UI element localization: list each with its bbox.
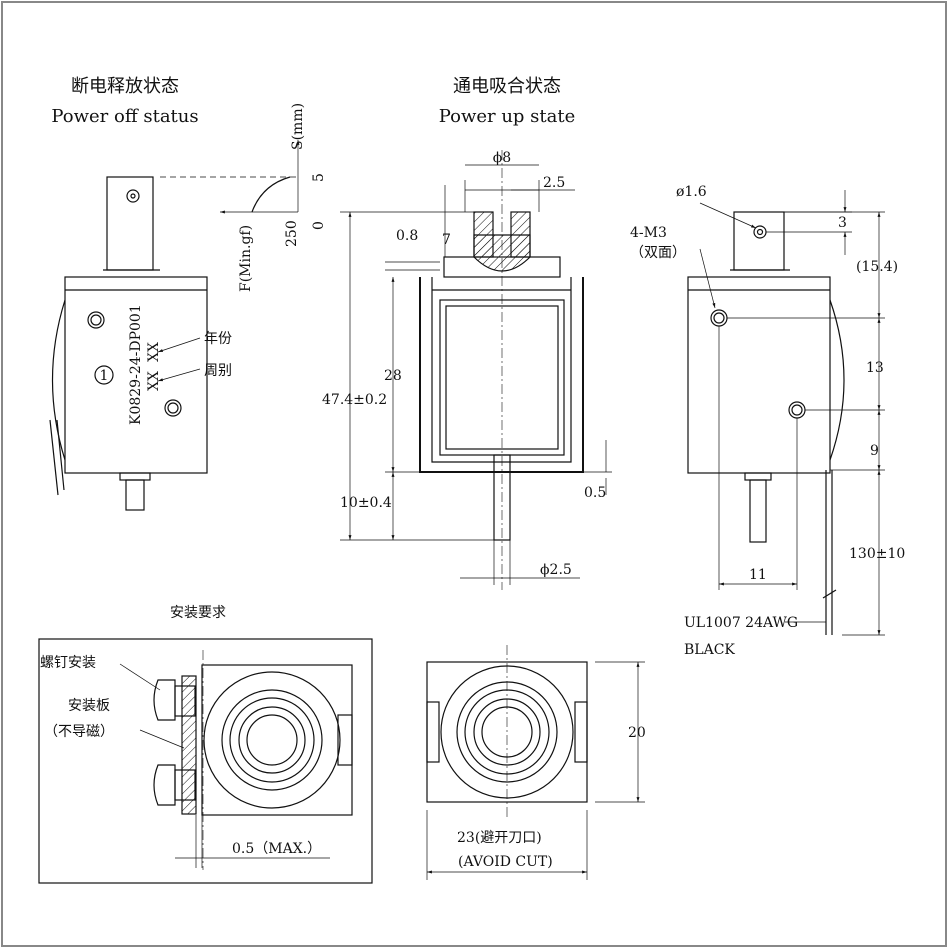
title-mount: 安装要求: [170, 605, 226, 621]
right-coil-bulge: [829, 299, 845, 461]
right-shaft: [749, 479, 767, 543]
left-shaft: [125, 479, 145, 511]
coil-window: [439, 299, 565, 456]
circle-number: 1: [100, 368, 109, 384]
title-off-en: Power off status: [51, 106, 198, 127]
plunger-hole: [126, 189, 140, 203]
dim-0-8: 0.8: [396, 228, 418, 244]
gap-dim: 0.5（MAX.）: [232, 841, 321, 857]
end-view: 20 23(避开刀口) (AVOID CUT): [426, 645, 646, 880]
dim-phi8: ϕ8: [493, 150, 511, 166]
circle-mark: [94, 365, 114, 385]
right-plunger: [733, 211, 785, 271]
m3-note: （双面）: [630, 245, 686, 261]
avoid-cut: (AVOID CUT): [458, 854, 553, 870]
title-off-cn: 断电释放状态: [71, 76, 179, 97]
s-axis-label: S(mm): [290, 103, 306, 150]
wire-spec: UL1007 24AWG: [684, 615, 798, 631]
year-code: XX: [146, 342, 162, 362]
week-code: XX: [146, 371, 162, 391]
frame-inner: [431, 277, 572, 463]
mount-body: [201, 664, 353, 816]
s-tick-5: 5: [311, 173, 327, 182]
screw-head-top: [153, 679, 176, 721]
dim-2-5: 2.5: [543, 175, 565, 191]
left-view: 1 K0829-24-DP001 XX XX 年份 周别: [49, 176, 232, 511]
center-view: ϕ8 2.5 0.8 7 47.4±0.2 28 10±0.4 0.5 ϕ2.5: [322, 150, 612, 590]
dim-phi2-5: ϕ2.5: [540, 562, 572, 578]
dim-15-4: (15.4): [856, 259, 898, 275]
right-body: [687, 276, 831, 474]
screw-label: 螺钉安装: [40, 655, 96, 671]
dim-11: 11: [749, 567, 767, 583]
screw-head-bottom: [153, 764, 176, 806]
titles: 断电释放状态 Power off status 通电吸合状态 Power up …: [51, 76, 575, 621]
f-axis-label: F(Min.gf): [238, 225, 254, 292]
coil-bulge: [51, 299, 66, 461]
week-label: 周别: [204, 363, 232, 379]
f-tick-250: 250: [284, 220, 300, 247]
dim-13: 13: [866, 360, 884, 376]
part-number: K0829-24-DP001: [128, 304, 144, 425]
frame-outer: [419, 277, 584, 473]
center-shaft: [493, 454, 511, 541]
origin-0: 0: [311, 221, 327, 230]
dim-phi1-6: ø1.6: [676, 184, 707, 200]
mount-hole-1: [87, 311, 105, 329]
dim-130: 130±10: [849, 546, 905, 562]
dim-9: 9: [870, 443, 879, 459]
year-label: 年份: [204, 331, 232, 347]
force-curve: [251, 176, 291, 213]
dim-7: 7: [442, 232, 451, 248]
dim-47-4: 47.4±0.2: [322, 392, 387, 408]
dim-28: 28: [384, 368, 402, 384]
m3-label: 4-M3: [630, 225, 667, 241]
dim-23: 23(避开刀口): [457, 830, 542, 846]
plate-label: 安装板: [68, 698, 110, 714]
dim-10: 10±0.4: [340, 495, 392, 511]
mount-view: 螺钉安装 安装板 （不导磁） 0.5（MAX.）: [38, 638, 373, 884]
wire-color: BLACK: [684, 642, 735, 658]
title-on-en: Power up state: [439, 106, 576, 127]
title-on-cn: 通电吸合状态: [453, 76, 561, 97]
right-view: ø1.6 3 4-M3 （双面） (15.4) 13 9 130±10 11 U…: [630, 184, 905, 658]
dim-3: 3: [838, 215, 847, 231]
force-stroke-graph: S(mm) F(Min.gf) 5 250 0: [160, 103, 327, 292]
dim-0-5: 0.5: [584, 485, 606, 501]
mount-plate: [181, 675, 197, 815]
mount-frame: [38, 638, 373, 884]
plate-note: （不导磁）: [44, 724, 114, 740]
dim-20: 20: [628, 725, 646, 741]
mount-hole-2: [164, 399, 182, 417]
